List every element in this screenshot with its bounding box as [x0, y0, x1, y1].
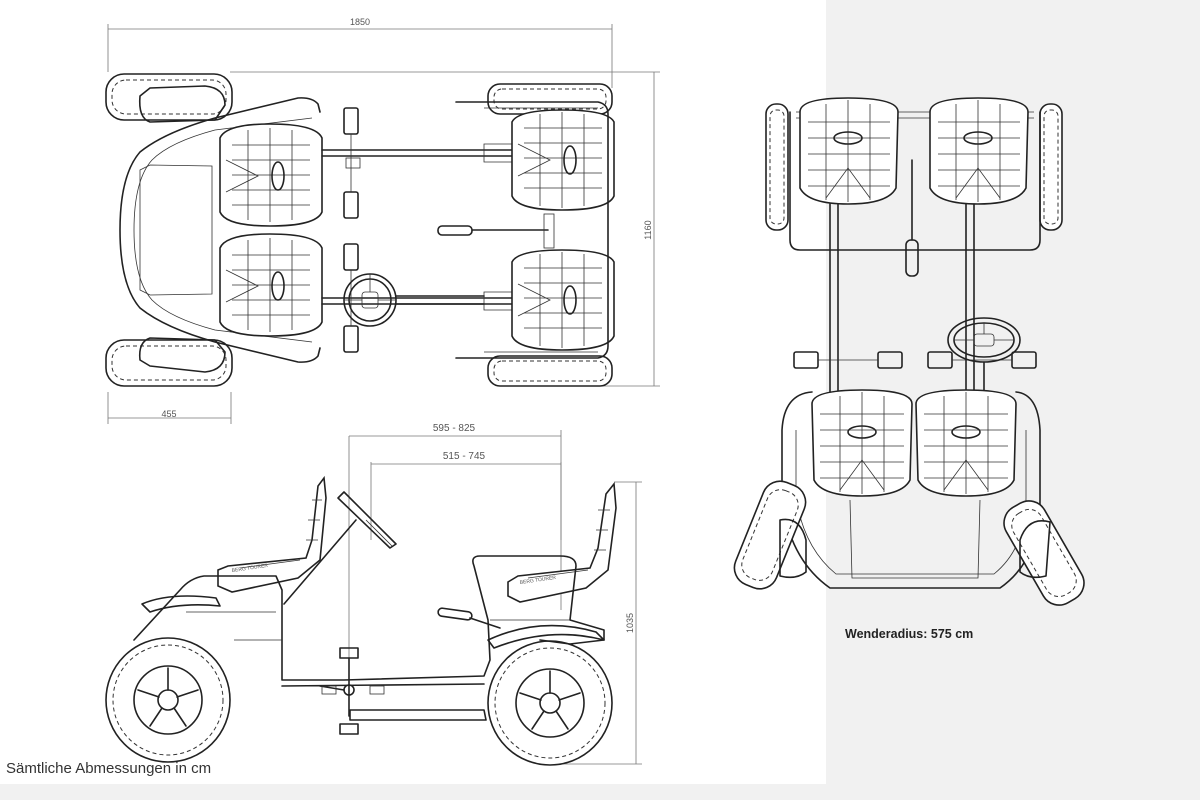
footer-band	[0, 784, 1200, 800]
seat-rail	[829, 203, 839, 393]
turning-view	[733, 97, 1085, 606]
fender	[138, 337, 226, 373]
seat-brand-text: BERG TOURER	[519, 575, 556, 586]
front-frame	[789, 111, 1041, 251]
steering-column	[283, 491, 397, 605]
hand-brake-side	[437, 607, 501, 629]
steering-wheel	[343, 273, 485, 327]
seat-brand-text: BERG TOURER	[231, 563, 268, 574]
fender	[141, 595, 221, 613]
rear-seat-right	[219, 233, 323, 337]
front-left-wheel	[765, 103, 789, 231]
front-seat-right	[511, 249, 615, 351]
side-frame	[133, 555, 605, 721]
rear-left-wheel	[733, 480, 807, 590]
rear-wheel-side	[105, 637, 231, 763]
pedal-crank-side	[321, 647, 385, 735]
hand-brake-lever	[437, 213, 555, 249]
dimension-width-label: 1160	[643, 220, 653, 239]
rear-left-wheel	[105, 73, 233, 121]
pedal-assembly	[343, 107, 361, 353]
dimension-seat-range-outer-label: 595 - 825	[433, 423, 476, 434]
dimension-length-label: 1850	[350, 17, 370, 27]
dimension-height-label: 1035	[625, 613, 635, 633]
seat-rail	[965, 203, 975, 393]
front-frame	[455, 101, 609, 359]
pedal-assembly	[793, 351, 1037, 369]
front-right-wheel	[487, 355, 613, 387]
side-view: 595 - 825 515 - 745 1035	[105, 423, 642, 766]
dimension-seat-range-inner: 515 - 745	[370, 451, 562, 540]
dimension-wheel-offset: 455	[107, 392, 232, 424]
seat-rail	[321, 149, 513, 157]
floor-plate	[139, 164, 213, 296]
rear-frame	[119, 97, 321, 363]
top-view: 1850 1160 455	[105, 17, 660, 424]
front-seat-left	[799, 97, 899, 205]
steering-wheel	[947, 317, 1021, 393]
fender	[138, 85, 226, 123]
rear-seat-left	[219, 123, 323, 227]
rear-right-wheel	[1003, 500, 1085, 606]
dimension-width: 1160	[230, 71, 660, 387]
hand-brake-lever	[905, 159, 919, 277]
dimension-wheel-offset-label: 455	[161, 409, 176, 419]
rear-seat-right	[915, 389, 1017, 497]
front-right-wheel	[1039, 103, 1063, 231]
dimension-height: 1035	[560, 481, 642, 765]
rear-right-wheel	[105, 339, 233, 387]
front-seat-left	[511, 109, 615, 211]
rear-seat-side: BERG TOURER	[217, 475, 327, 593]
front-seat-right	[929, 97, 1029, 205]
rear-seat-left	[811, 389, 913, 497]
turning-radius-label: Wenderadius: 575 cm	[845, 627, 974, 641]
footer-note: Sämtliche Abmessungen in cm	[6, 760, 212, 777]
rear-frame	[781, 391, 1041, 589]
floor-plate	[849, 499, 981, 579]
front-wheel-side	[487, 640, 613, 766]
front-seat-side: BERG TOURER	[507, 481, 617, 603]
dimension-seat-range-inner-label: 515 - 745	[443, 451, 486, 462]
dimension-length: 1850	[107, 17, 613, 88]
seat-rail	[321, 297, 513, 305]
